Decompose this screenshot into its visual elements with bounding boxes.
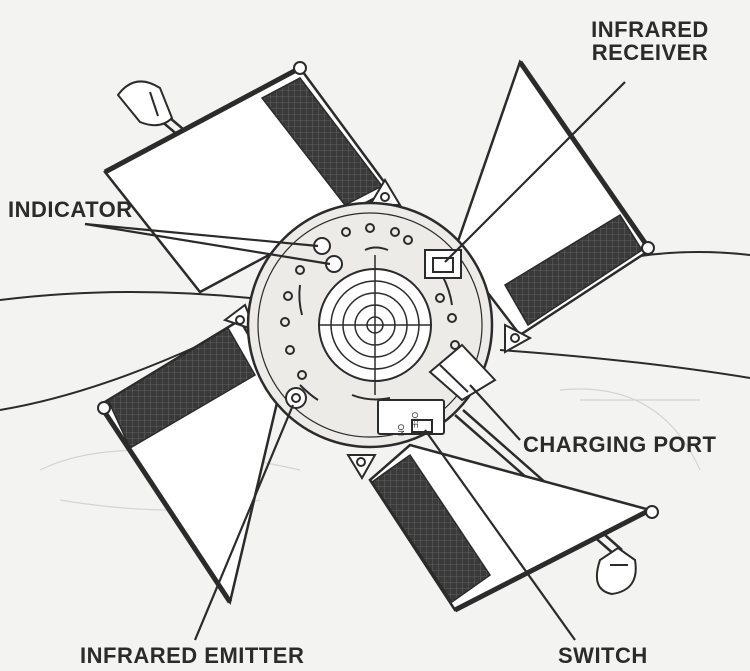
label-infrared-receiver-line1: INFRARED [591, 17, 709, 42]
label-infrared-receiver: INFRARED RECEIVER [580, 18, 720, 64]
switch-on-mark: ON [396, 424, 405, 436]
leader-switch [424, 429, 576, 641]
label-infrared-receiver-line2: RECEIVER [591, 40, 709, 66]
leader-indicator-upper [84, 222, 319, 248]
power-switch [377, 399, 445, 435]
leader-indicator-lower [84, 222, 331, 266]
label-infrared-emitter: INFRARED EMITTER [80, 643, 305, 668]
solar-arm-lower-left [97, 318, 282, 606]
label-charging-port: CHARGING PORT [523, 432, 717, 457]
solar-arm-lower-right [368, 443, 659, 613]
leader-lines [84, 81, 626, 641]
infrared-emitter-module [285, 387, 307, 409]
leader-charging-port [469, 384, 521, 441]
leader-infrared-receiver [444, 81, 626, 263]
infrared-receiver-module [424, 249, 462, 279]
label-switch: SWITCH [558, 643, 648, 668]
switch-off-mark: OFF [410, 412, 419, 428]
charging-port-housing [428, 343, 497, 402]
leader-infrared-emitter [193, 404, 295, 641]
propeller-tip-upper [116, 80, 174, 127]
label-indicator: INDICATOR [8, 197, 133, 222]
propeller-tip-lower [596, 546, 637, 596]
